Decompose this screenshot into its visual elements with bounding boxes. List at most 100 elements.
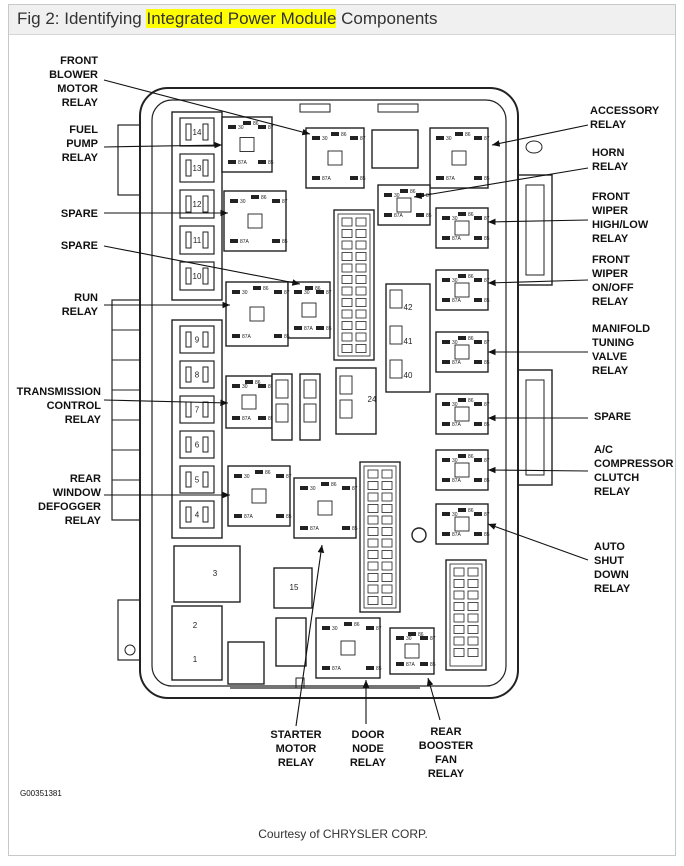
leader-line	[491, 124, 589, 147]
pin-label: 30	[238, 125, 244, 131]
pin-label: 85	[484, 532, 490, 538]
callout-label: RELAY	[592, 161, 629, 173]
leader-line	[487, 523, 589, 561]
pin-label: 87A	[452, 532, 462, 538]
pin-label: 85	[282, 239, 288, 245]
pin-label: 85	[484, 236, 490, 242]
pin-label: 30	[240, 199, 246, 205]
pin-label: 87A	[394, 213, 404, 219]
fuse-number: 14	[193, 128, 202, 137]
pin-label: 85	[484, 422, 490, 428]
leader-line	[487, 466, 589, 474]
pin-label: 30	[394, 193, 400, 199]
pin-label: 85	[484, 176, 490, 182]
pin-label: 30	[452, 458, 458, 464]
callout-label: CONTROL	[47, 400, 102, 412]
fuse-number: 24	[368, 395, 377, 404]
pin-label: 87A	[238, 160, 248, 166]
callout-label: A/C	[594, 444, 613, 456]
pin-label: 87A	[452, 422, 462, 428]
leader-line	[426, 677, 441, 721]
pin-label: 87A	[332, 666, 342, 672]
callout-label: RELAY	[65, 515, 102, 527]
pin-label: 85	[430, 662, 436, 668]
callout-label: COMPRESSOR	[594, 458, 674, 470]
pin-label: 30	[452, 216, 458, 222]
pin-label: 85	[426, 213, 432, 219]
callout-label: RELAY	[594, 583, 631, 595]
callout-label: RELAY	[62, 306, 99, 318]
callout-label: FUEL	[69, 124, 98, 136]
pin-label: 85	[376, 666, 382, 672]
pin-label: 86	[468, 454, 474, 460]
pin-label: 87	[484, 458, 490, 464]
pin-label: 85	[268, 416, 274, 422]
pin-label: 85	[352, 526, 358, 532]
pin-label: 86	[410, 189, 416, 195]
pin-label: 86	[331, 482, 337, 488]
pin-label: 86	[315, 286, 321, 292]
pin-label: 87A	[452, 236, 462, 242]
mini-fuses	[275, 217, 479, 657]
callout-label: DOWN	[594, 569, 629, 581]
figure-title: Fig 2: Identifying Integrated Power Modu…	[9, 5, 675, 35]
pin-label: 85	[484, 478, 490, 484]
pin-label: 30	[446, 136, 452, 142]
fuse-number: 5	[195, 476, 200, 485]
fuse-number: 8	[195, 371, 200, 380]
leader-line	[295, 544, 325, 727]
callout-label: DOOR	[352, 729, 385, 741]
callout-label: WIPER	[592, 268, 628, 280]
fuse-number: 41	[404, 337, 413, 346]
pin-label: 87A	[446, 176, 456, 182]
pin-label: 30	[452, 512, 458, 518]
pin-label: 86	[468, 398, 474, 404]
callout-label: FAN	[435, 754, 457, 766]
callout-label: TUNING	[592, 337, 634, 349]
callout-label: NODE	[352, 743, 384, 755]
pin-label: 87	[360, 136, 366, 142]
callout-label: BOOSTER	[419, 740, 473, 752]
callout-label: MOTOR	[57, 83, 98, 95]
callout-label: REAR	[70, 473, 101, 485]
fuse-number: 15	[290, 583, 299, 592]
leader-line	[103, 399, 229, 407]
pin-label: 86	[418, 632, 424, 638]
callout-label: RELAY	[592, 233, 629, 245]
pin-label: 85	[286, 514, 292, 520]
pin-label: 86	[263, 286, 269, 292]
title-highlight: Integrated Power Module	[146, 9, 337, 28]
fuse-number: 40	[404, 371, 413, 380]
fuse-number: 42	[404, 303, 413, 312]
pin-label: 87A	[452, 360, 462, 366]
pin-label: 87	[430, 636, 436, 642]
leader-line	[413, 167, 589, 199]
pin-label: 30	[322, 136, 328, 142]
pin-label: 30	[406, 636, 412, 642]
module-housing	[111, 87, 553, 699]
callout-label: RELAY	[62, 152, 99, 164]
callout-label: RELAY	[65, 414, 102, 426]
pin-label: 86	[468, 212, 474, 218]
pin-label: 87	[286, 474, 292, 480]
pin-label: 86	[465, 132, 471, 138]
pin-label: 87A	[406, 662, 416, 668]
callout-label: TRANSMISSION	[17, 386, 101, 398]
fuse-number: 9	[195, 336, 200, 345]
pin-label: 30	[242, 384, 248, 390]
pin-label: 87	[484, 278, 490, 284]
callout-label: ACCESSORY	[590, 105, 660, 117]
pin-label: 86	[255, 380, 261, 386]
callout-label: STARTER	[270, 729, 321, 741]
fuse-number: 1	[193, 655, 198, 664]
leader-line	[103, 79, 311, 136]
figure-code: G00351381	[20, 789, 62, 798]
pin-label: 87	[484, 216, 490, 222]
pin-label: 86	[468, 508, 474, 514]
pin-label: 30	[304, 290, 310, 296]
callout-label: RUN	[74, 292, 98, 304]
pin-label: 87	[484, 402, 490, 408]
callout-label: SPARE	[594, 411, 631, 423]
